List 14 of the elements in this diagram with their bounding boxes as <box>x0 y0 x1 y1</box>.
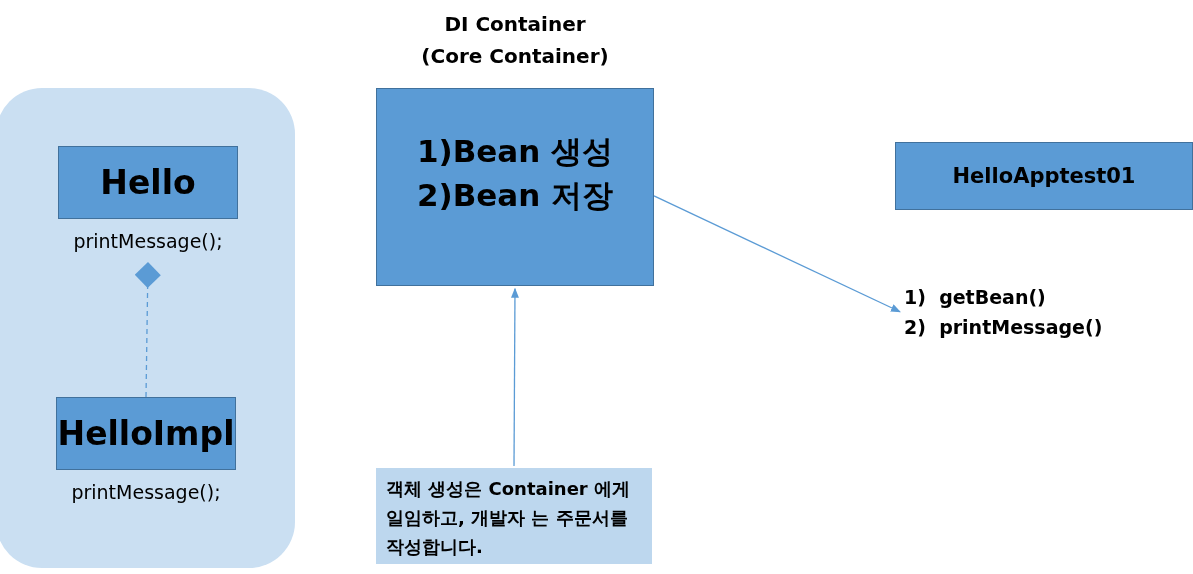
class-box: HelloApptest01 <box>895 142 1193 210</box>
dependency-line <box>134 261 161 398</box>
class-box: Hello <box>58 146 238 219</box>
arrow <box>653 195 901 313</box>
rounded-panel <box>0 88 295 568</box>
container-box: 1)Bean 생성 2)Bean 저장 <box>376 88 654 286</box>
container-heading: DI Container (Core Container) <box>420 11 610 70</box>
method-label: printMessage(); <box>70 481 222 503</box>
arrow <box>510 287 519 467</box>
method-call-text: 2) printMessage() <box>904 316 1103 338</box>
note-box: 객체 생성은 Container 에게 일임하고, 개발자 는 주문서를 작성합니다. <box>376 468 652 564</box>
class-box: HelloImpl <box>56 397 236 470</box>
method-call-text: 1) getBean() <box>904 286 1046 308</box>
method-label: printMessage(); <box>72 230 224 252</box>
